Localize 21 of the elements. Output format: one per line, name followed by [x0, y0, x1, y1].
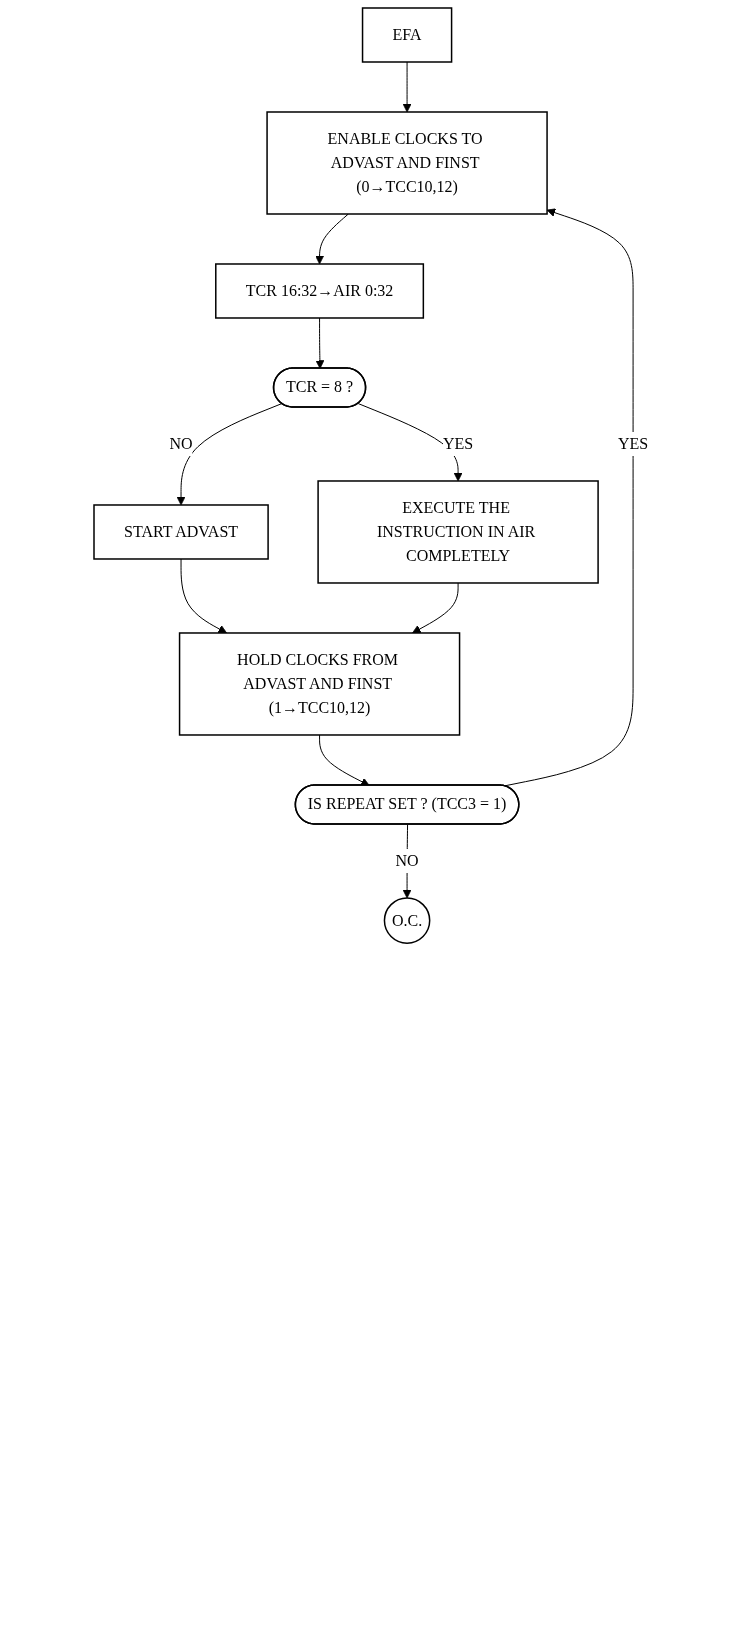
arrow: [412, 582, 459, 634]
node-box: ENABLE CLOCKS TO ADVAST AND FINST (0→TCC10,12): [266, 111, 549, 215]
edge-label: NO: [395, 851, 420, 869]
node-box: HOLD CLOCKS FROM ADVAST AND FINST (1→TCC10,12): [179, 632, 461, 736]
node-circle: O.C.: [384, 897, 431, 944]
edge-label: NO: [169, 434, 193, 452]
node-box: EFA: [362, 7, 453, 63]
arrow: [180, 558, 228, 634]
node-box: START ADVAST: [93, 504, 270, 560]
node-box: TCR 16:32→AIR 0:32: [215, 263, 425, 319]
arrow: [403, 61, 412, 113]
arrow: [358, 403, 463, 482]
edge-label: YES: [618, 434, 649, 452]
arrow: [504, 208, 634, 787]
arrow: [177, 403, 283, 506]
arrow: [315, 317, 325, 369]
edge-label: YES: [443, 434, 474, 452]
arrow: [403, 824, 412, 899]
arrow: [319, 734, 370, 786]
node-box: EXECUTE THE INSTRUCTION IN AIR COMPLETELY: [317, 480, 600, 584]
arrow: [315, 213, 350, 265]
